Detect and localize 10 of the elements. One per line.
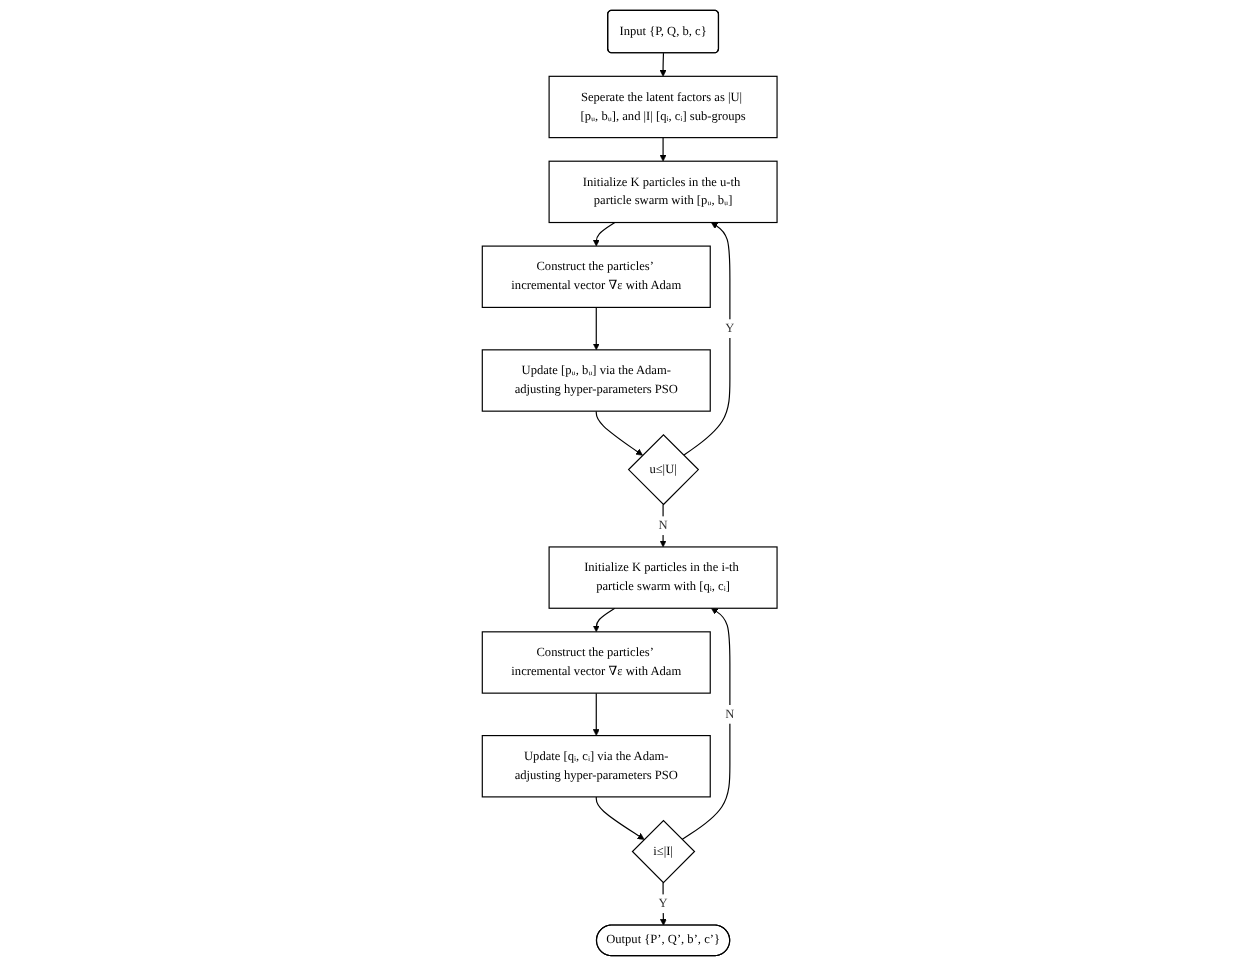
arrow [593,607,616,633]
arrow [596,796,645,840]
arrow [596,410,644,456]
arrow [593,692,601,736]
arrow [593,306,601,351]
arrow [659,52,667,77]
arrow [683,222,731,456]
arrow [659,137,667,162]
arrow [681,607,731,840]
arrow [593,221,616,247]
